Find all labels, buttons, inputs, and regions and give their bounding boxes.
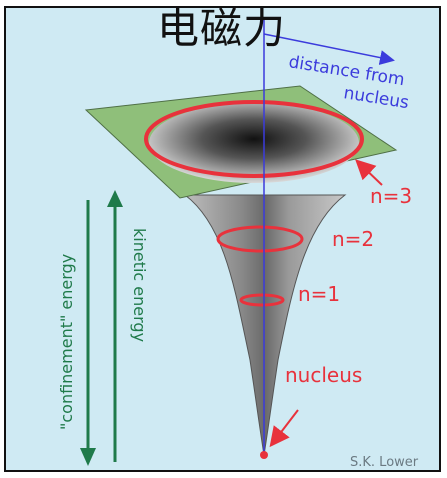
n1-label: n=1 xyxy=(298,282,340,306)
funnel-opening xyxy=(149,103,359,183)
confinement-energy-label: "confinement" energy xyxy=(57,254,76,430)
kinetic-energy-arrowhead xyxy=(107,190,123,207)
orbit-ring-n3 xyxy=(144,100,364,178)
n2-label: n=2 xyxy=(332,227,374,251)
confinement-energy-arrowhead xyxy=(80,448,96,466)
n3-label: n=3 xyxy=(370,184,412,208)
orbit-ring-n2 xyxy=(216,225,304,253)
nucleus-pointer-arrow xyxy=(269,409,299,448)
orbit-ring-n1 xyxy=(239,293,285,307)
distance-axis-arrow xyxy=(263,33,395,65)
nucleus-point xyxy=(260,451,268,459)
potential-funnel xyxy=(183,194,347,456)
kinetic-energy-label: kinetic energy xyxy=(130,228,149,342)
credit-label: S.K. Lower xyxy=(350,455,419,470)
n3-pointer-arrow xyxy=(355,159,383,186)
nucleus-label: nucleus xyxy=(285,363,362,387)
page-title: 电磁力 xyxy=(157,4,287,53)
